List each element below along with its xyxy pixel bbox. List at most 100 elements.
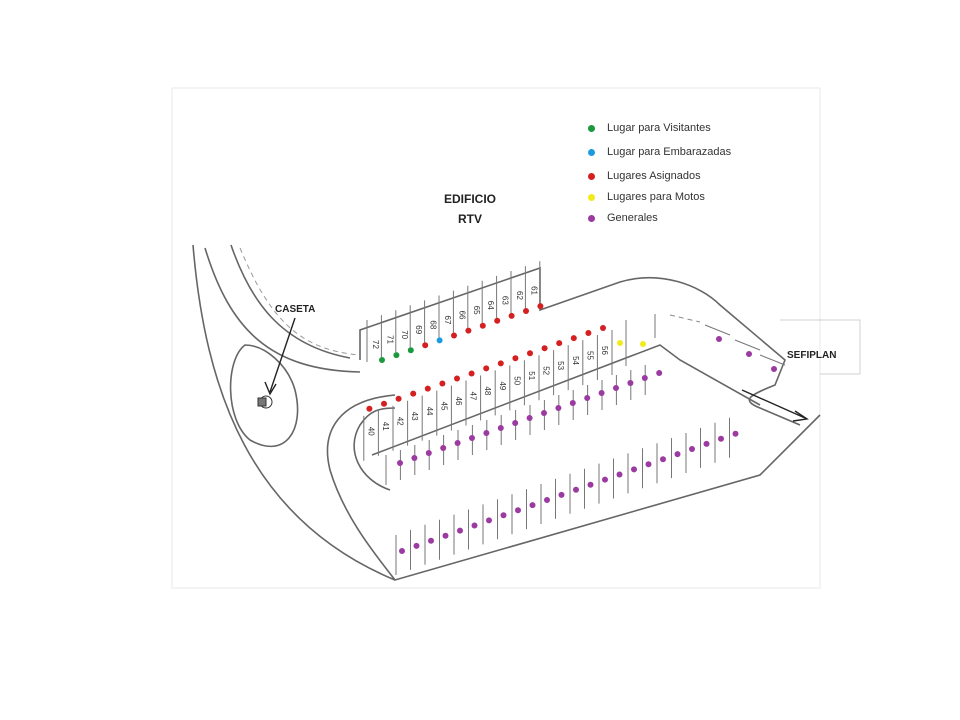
booth-pointer (264, 317, 296, 396)
legend-dot-assigned (588, 172, 595, 180)
spot-dot (631, 466, 637, 473)
sefiplan-box (780, 319, 861, 375)
legend-dot-visitors (588, 124, 595, 132)
spot-dot (457, 527, 463, 534)
spot-dot (573, 486, 579, 493)
booth-icon (257, 395, 273, 409)
spot-dot (555, 405, 562, 411)
spot-dot (587, 481, 594, 488)
spot-number: 48 (483, 386, 492, 395)
spot-dot (508, 312, 515, 319)
spot-dot (569, 400, 576, 406)
spot-number: 53 (556, 361, 565, 370)
spot-number: 40 (366, 427, 375, 436)
spot-dot (732, 430, 739, 437)
spot-dot (439, 380, 446, 387)
spot-number: 68 (429, 320, 438, 329)
legend-label-visitors: Lugar para Visitantes (607, 122, 711, 134)
spot-number: 72 (371, 340, 380, 349)
spot-dot (771, 366, 777, 372)
spot-dot (523, 308, 529, 314)
spot-dot (556, 340, 563, 347)
spot-dot (465, 327, 472, 334)
spot-number: 56 (600, 346, 609, 355)
map-frame (171, 87, 821, 589)
spot-number: 44 (425, 407, 434, 416)
spot-dot (422, 342, 429, 349)
spot-dot (537, 303, 544, 310)
exit-arrow (741, 389, 809, 422)
spot-dot (494, 317, 501, 324)
spot-dot (598, 390, 605, 396)
spot-dot (454, 375, 460, 382)
spot-dot (526, 415, 533, 421)
spot-dot (497, 425, 504, 431)
spot-dot (483, 430, 490, 436)
spot-dot (483, 365, 490, 372)
legend-item-assigned: Lugares Asignados (588, 169, 701, 183)
spot-number: 69 (414, 325, 423, 334)
spot-dot (366, 405, 373, 412)
spot-dot (486, 517, 492, 524)
spot-number: 55 (585, 351, 594, 360)
spot-dot (641, 375, 648, 381)
spot-number: 63 (501, 296, 510, 305)
legend-dot-motos (588, 193, 595, 201)
spot-number: 66 (457, 311, 466, 320)
spot-divider (734, 339, 761, 351)
spot-number: 49 (498, 381, 507, 390)
spot-dot-moto (640, 341, 646, 347)
spot-dot (602, 476, 608, 483)
spot-dot (613, 385, 619, 391)
spot-dot (425, 450, 432, 456)
lane-marking (669, 314, 701, 323)
spot-dot (515, 507, 521, 514)
parking-spots: 7271706968676665646362615655545352515049… (363, 261, 786, 575)
spot-dot (381, 400, 387, 407)
spot-number: 42 (396, 417, 405, 426)
legend-label-motos: Lugares para Motos (607, 191, 705, 203)
spot-dot (674, 451, 681, 458)
spot-dot (407, 347, 414, 354)
access-road (192, 244, 396, 581)
spot-dot (451, 332, 457, 339)
spot-dot (454, 440, 461, 446)
legend-label-assigned: Lugares Asignados (607, 170, 701, 182)
building-title: EDIFICIO RTV (430, 192, 510, 226)
spot-number: 62 (515, 291, 524, 300)
spot-number: 70 (400, 330, 409, 339)
exit-label: SEFIPLAN (787, 350, 837, 361)
spot-dot (410, 390, 417, 397)
building-title-line1: EDIFICIO (443, 192, 496, 206)
spot-dot (570, 335, 577, 342)
spot-dot (399, 548, 405, 554)
spot-number: 43 (410, 412, 419, 421)
legend-item-visitors: Lugar para Visitantes (588, 121, 711, 135)
spot-dot (393, 352, 400, 359)
spot-number: 45 (439, 402, 448, 411)
spot-dot (469, 435, 475, 441)
spot-number: 46 (454, 397, 463, 406)
spot-number: 50 (512, 376, 521, 385)
spot-divider (704, 324, 731, 336)
spot-dot (471, 522, 478, 529)
spot-number: 41 (381, 422, 390, 431)
spot-dot (703, 440, 710, 447)
spot-dot (440, 445, 447, 451)
building-title-line2: RTV (458, 212, 482, 226)
spot-dot (512, 420, 519, 426)
parking-lot-outline (326, 266, 821, 581)
spot-dot (746, 351, 752, 357)
spot-dot (428, 537, 434, 544)
spot-number: 47 (469, 391, 478, 400)
spot-number: 54 (571, 356, 580, 365)
spot-number: 51 (527, 371, 536, 380)
spot-dot (413, 542, 420, 549)
spot-divider (759, 354, 786, 366)
spot-dot (660, 456, 666, 463)
spot-dot (718, 435, 724, 442)
spot-dot (442, 532, 449, 539)
legend-dot-pregnant (588, 148, 595, 156)
booth-label: CASETA (275, 304, 316, 315)
